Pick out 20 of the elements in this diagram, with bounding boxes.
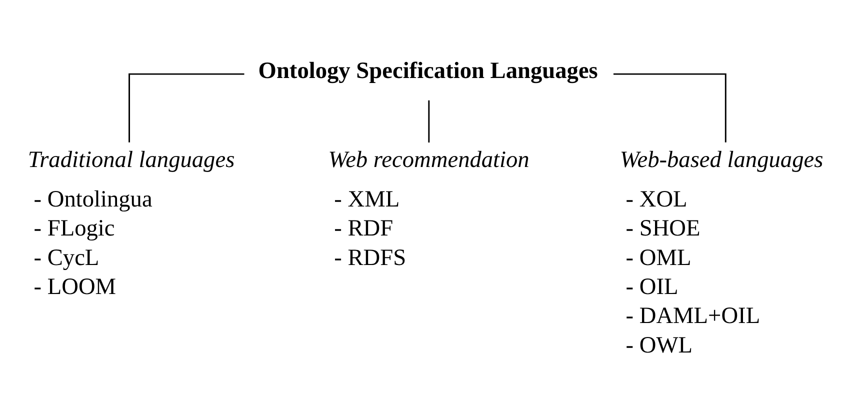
node-text: Ontology Specification Languages — [258, 58, 598, 84]
node-label: - Ontolingua — [34, 186, 152, 212]
node-label: - SHOE — [626, 216, 700, 242]
node-label: - DAML+OIL — [626, 303, 760, 330]
connector — [128, 73, 244, 142]
node-text: Web-based languages — [620, 147, 824, 174]
node-label: - FLogic — [34, 216, 115, 242]
node-label: - LOOM — [34, 274, 116, 300]
node-label: - OML — [626, 244, 692, 271]
node-text: Web recommendation — [328, 147, 530, 174]
node-label: - OIL — [626, 274, 678, 300]
node-text: Traditional languages — [28, 147, 235, 174]
node-label: - XML — [334, 186, 400, 212]
node-label: - RDF — [334, 216, 394, 242]
node-label: - XOL — [626, 186, 688, 212]
connector — [428, 100, 430, 143]
connector — [613, 73, 726, 142]
node-label: - RDFS — [334, 244, 406, 271]
node-label: - CycL — [34, 244, 100, 271]
node-label: - OWL — [626, 332, 692, 358]
